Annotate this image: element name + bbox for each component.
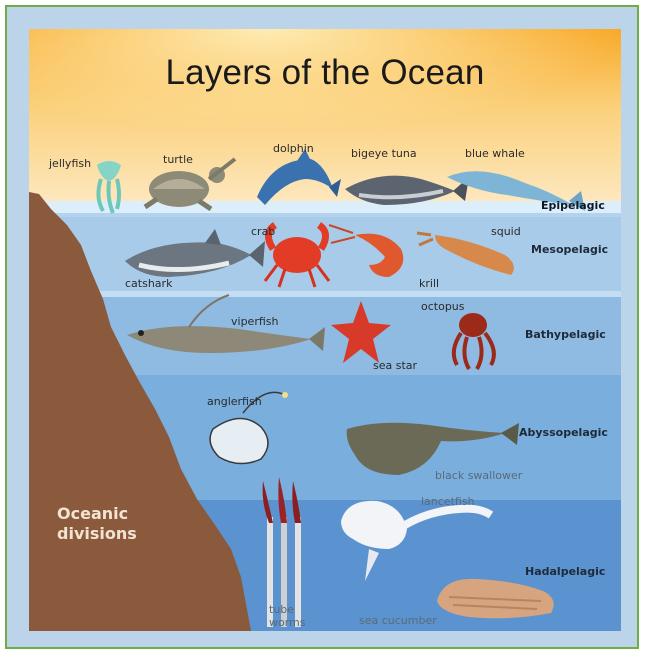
label-jellyfish: jellyfish	[49, 157, 91, 170]
oceanic-divisions-label: Oceanic divisions	[57, 504, 137, 544]
label-tube-worms-line2: worms	[269, 616, 306, 629]
label-bigeye-tuna: bigeye tuna	[351, 147, 417, 160]
zone-label-abyssopelagic: Abyssopelagic	[519, 426, 608, 439]
poster-title: Layers of the Ocean	[29, 53, 621, 93]
label-squid: squid	[491, 225, 521, 238]
zone-label-bathypelagic: Bathypelagic	[525, 328, 606, 341]
label-sea-star: sea star	[373, 359, 417, 372]
label-black-swallower: black swallower	[435, 469, 522, 482]
jellyfish-illustration	[97, 161, 121, 213]
label-turtle: turtle	[163, 153, 193, 166]
ocean-layers-poster: Layers of the Ocean jellyfish turtle dol…	[29, 29, 621, 631]
label-blue-whale: blue whale	[465, 147, 525, 160]
label-catshark: catshark	[125, 277, 172, 290]
zone-label-mesopelagic: Mesopelagic	[531, 243, 608, 256]
zone-label-epipelagic: Epipelagic	[541, 199, 605, 212]
oceanic-divisions-line2: divisions	[57, 524, 137, 544]
label-anglerfish: anglerfish	[207, 395, 262, 408]
label-octopus: octopus	[421, 300, 465, 313]
label-dolphin: dolphin	[273, 142, 314, 155]
label-crab: crab	[251, 225, 275, 238]
label-sea-cucumber: sea cucumber	[359, 614, 437, 627]
label-tube-worms-line1: tube	[269, 603, 294, 616]
oceanic-divisions-line1: Oceanic	[57, 504, 137, 524]
label-krill: krill	[419, 277, 439, 290]
slide-frame: Layers of the Ocean jellyfish turtle dol…	[5, 5, 639, 649]
label-viperfish: viperfish	[231, 315, 278, 328]
zone-label-hadalpelagic: Hadalpelagic	[525, 565, 605, 578]
label-lancetfish: lancetfish	[421, 495, 475, 508]
